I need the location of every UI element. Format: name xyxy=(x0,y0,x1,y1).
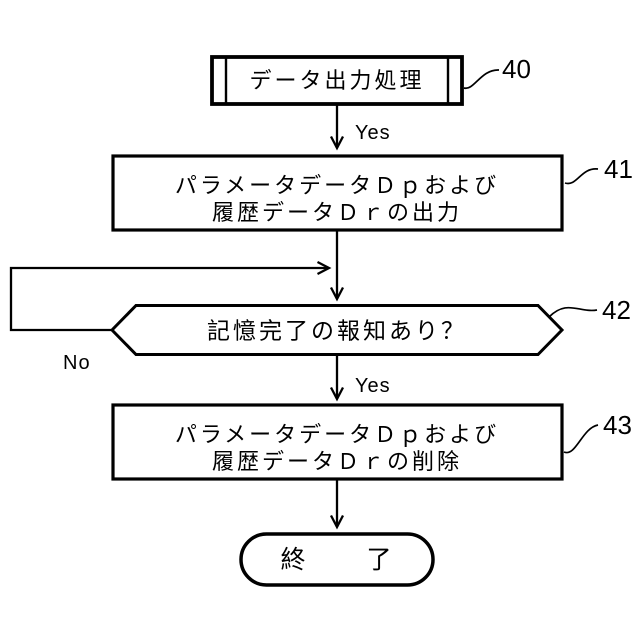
process-output-label-line2: 履歴データＤｒの出力 xyxy=(212,200,462,225)
end-node: 終 了 xyxy=(239,532,435,587)
ref-43-label: 43 xyxy=(603,410,632,440)
decision-node-label: 記憶完了の報知あり？ xyxy=(207,318,467,344)
end-node-pill xyxy=(239,532,435,587)
leader-line-43 xyxy=(563,424,599,454)
end-node-label: 終 了 xyxy=(280,546,409,574)
process-delete-label-line2: 履歴データＤｒの削除 xyxy=(212,449,462,474)
process-delete-node: パラメータデータＤｐおよび 履歴データＤｒの削除 xyxy=(111,403,564,481)
process-output-box xyxy=(111,154,564,232)
leader-line-42 xyxy=(548,306,598,318)
start-node: データ出力処理 xyxy=(210,55,464,106)
ref-40-label: 40 xyxy=(502,54,531,84)
process-output-node: パラメータデータＤｐおよび 履歴データＤｒの出力 xyxy=(111,154,564,232)
leader-line-40 xyxy=(463,69,500,89)
decision-node: 記憶完了の報知あり？ xyxy=(109,304,565,356)
start-node-box xyxy=(210,55,464,106)
start-node-label: データ出力処理 xyxy=(249,68,424,93)
leader-line-41 xyxy=(564,168,599,185)
edge-label-no: No xyxy=(63,352,91,374)
ref-42-label: 42 xyxy=(602,295,631,325)
process-delete-label-line1: パラメータデータＤｐおよび xyxy=(175,422,499,447)
loop-back-line-no xyxy=(9,260,332,332)
process-output-label-line1: パラメータデータＤｐおよび xyxy=(175,173,499,198)
edge-label-yes-1: Yes xyxy=(355,122,391,144)
ref-41-label: 41 xyxy=(604,154,633,184)
edge-label-yes-2: Yes xyxy=(355,375,391,397)
process-delete-box xyxy=(111,403,564,481)
decision-hexagon xyxy=(109,304,565,356)
